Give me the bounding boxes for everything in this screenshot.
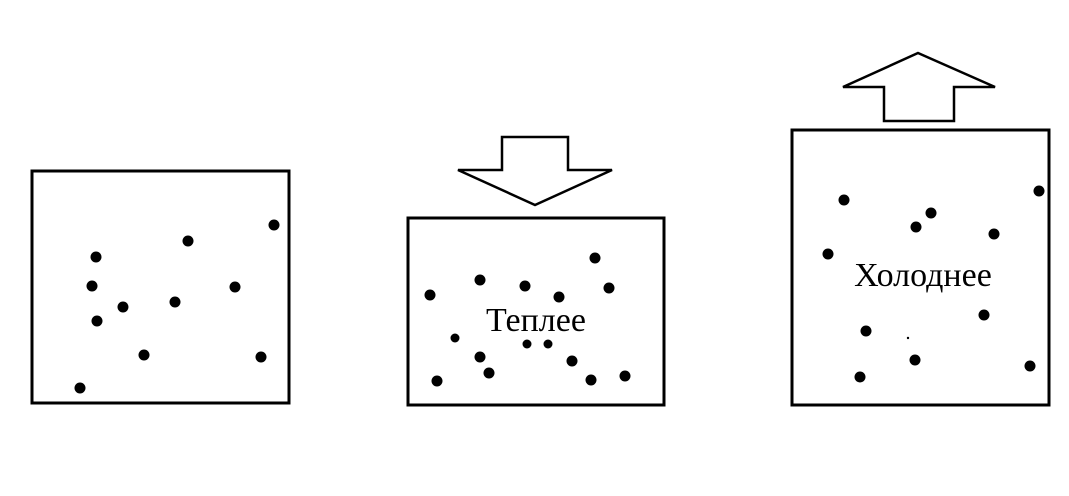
- box-normal: [30, 169, 291, 405]
- particle: [1024, 360, 1036, 372]
- particle: [566, 355, 578, 367]
- particle: [860, 325, 872, 337]
- particle: [431, 375, 443, 387]
- particle: [522, 339, 532, 349]
- container-expanded: [790, 128, 1051, 407]
- particle: [255, 351, 267, 363]
- particle: [424, 289, 436, 301]
- up-arrow-icon: [842, 51, 996, 123]
- particles-compressed: [424, 252, 631, 387]
- particle: [86, 280, 98, 292]
- particle: [543, 339, 553, 349]
- particle: [182, 235, 194, 247]
- particle: [910, 221, 922, 233]
- particle: [474, 274, 486, 286]
- particle: [91, 315, 103, 327]
- container-normal: [30, 169, 291, 405]
- particle: [589, 252, 601, 264]
- label-warmer: Теплее: [486, 302, 586, 339]
- particles-expanded: [822, 185, 1045, 383]
- particle: [822, 248, 834, 260]
- particle: [268, 219, 280, 231]
- box-compressed: Теплее: [406, 135, 666, 407]
- particle: [585, 374, 597, 386]
- box-expanded: Холоднее: [790, 51, 1051, 407]
- particle: [978, 309, 990, 321]
- particle: [117, 301, 129, 313]
- particle: [474, 351, 486, 363]
- particle: [74, 382, 86, 394]
- particle: [838, 194, 850, 206]
- particle: [925, 207, 937, 219]
- particle: [90, 251, 102, 263]
- particle: [519, 280, 531, 292]
- label-colder: Холоднее: [854, 257, 992, 294]
- particle: [450, 333, 460, 343]
- particle: [603, 282, 615, 294]
- particle: [906, 336, 910, 340]
- particle: [229, 281, 241, 293]
- particle: [1033, 185, 1045, 197]
- particle: [854, 371, 866, 383]
- down-arrow-icon: [457, 135, 613, 207]
- particle: [988, 228, 1000, 240]
- particle: [619, 370, 631, 382]
- particle: [169, 296, 181, 308]
- particles-normal: [74, 219, 280, 394]
- particle: [553, 291, 565, 303]
- particle: [909, 354, 921, 366]
- particle: [138, 349, 150, 361]
- particle: [483, 367, 495, 379]
